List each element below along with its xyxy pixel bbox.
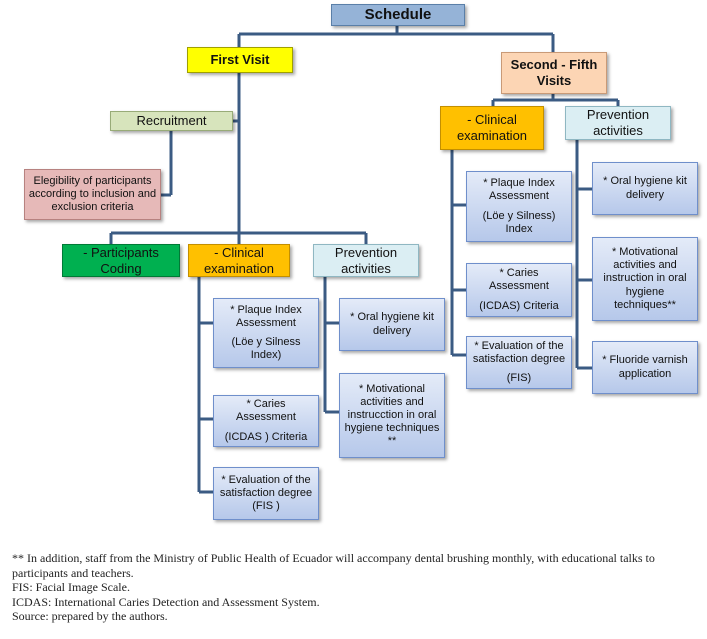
second-clinical-line-1: - Clinical xyxy=(467,112,517,128)
second-fluoride-line-1: * Fluoride varnish xyxy=(602,354,688,367)
second-plaque-line-3: (Löe y Silness) xyxy=(482,209,556,222)
second-hygiene-kit-node: * Oral hygiene kit delivery xyxy=(592,162,698,215)
first-evaluation-node: * Evaluation of the satisfaction degree … xyxy=(213,467,319,520)
second-caries-line-2: Assessment xyxy=(489,280,549,293)
eligibility-node: Elegibility of participants according to… xyxy=(24,169,161,220)
participants-coding-node: - Participants Coding xyxy=(62,244,180,277)
second-kit-line-1: * Oral hygiene kit xyxy=(603,175,687,188)
second-evaluation-line-1: * Evaluation of the xyxy=(474,339,564,352)
eligibility-line-3: exclusion criteria xyxy=(51,201,134,214)
second-prevention-node: Prevention activities xyxy=(565,106,671,140)
footnote-fis: FIS: Facial Image Scale. xyxy=(12,580,130,594)
first-evaluation-line-2: satisfaction degree xyxy=(219,486,313,499)
second-evaluation-node: * Evaluation of the satisfaction degree … xyxy=(466,336,572,389)
second-motivational-line-5: techniques** xyxy=(614,298,676,311)
first-visit-title: First Visit xyxy=(210,52,270,68)
first-clinical-line-2: examination xyxy=(203,260,275,276)
first-caries-line-3: (ICDAS ) Criteria xyxy=(224,430,308,443)
second-kit-line-2: delivery xyxy=(626,188,664,201)
first-motivational-line-3: instrucction in oral xyxy=(347,408,437,421)
first-prevention-line-1: Prevention xyxy=(334,244,398,260)
second-visits-line-1: Second - Fifth xyxy=(510,57,598,73)
first-motivational-line-1: * Motivational xyxy=(358,382,426,395)
footnote-icdas: ICDAS: International Caries Detection an… xyxy=(12,594,320,609)
first-prevention-line-2: activities xyxy=(341,260,391,276)
first-plaque-line-2: Assessment xyxy=(236,316,296,329)
second-fluoride-node: * Fluoride varnish application xyxy=(592,341,698,394)
eligibility-line-2: according to inclusion and xyxy=(28,187,157,200)
first-plaque-line-1: * Plaque Index xyxy=(230,303,302,316)
first-kit-line-1: * Oral hygiene kit xyxy=(350,311,434,324)
first-motivational-line-5: ** xyxy=(387,435,397,448)
coding-line-1: - Participants xyxy=(83,244,159,260)
second-caries-line-3: (ICDAS) Criteria xyxy=(479,299,559,312)
second-caries-line-1: * Caries xyxy=(499,267,539,280)
footnote-source: Source: prepared by the authors. xyxy=(12,609,168,623)
footnote-ministry: ** In addition, staff from the Ministry … xyxy=(12,551,655,580)
second-fluoride-line-2: application xyxy=(618,367,672,380)
second-motivational-line-4: hygiene xyxy=(625,285,665,298)
second-plaque-line-2: Assessment xyxy=(489,190,549,203)
first-visit-node: First Visit xyxy=(187,47,293,73)
second-plaque-index-node: * Plaque Index Assessment (Löe y Silness… xyxy=(466,171,572,242)
recruitment-node: Recruitment xyxy=(110,111,233,131)
recruitment-label: Recruitment xyxy=(136,113,207,129)
second-motivational-node: * Motivational activities and instructio… xyxy=(592,237,698,321)
second-visits-line-2: Visits xyxy=(536,73,572,88)
first-caries-node: * Caries Assessment (ICDAS ) Criteria xyxy=(213,395,319,447)
second-evaluation-line-3: (FIS) xyxy=(506,372,532,385)
first-plaque-index-node: * Plaque Index Assessment (Löe y Silness… xyxy=(213,298,319,368)
first-motivational-node: * Motivational activities and instruccti… xyxy=(339,373,445,458)
second-caries-node: * Caries Assessment (ICDAS) Criteria xyxy=(466,263,572,317)
second-visits-node: Second - Fifth Visits xyxy=(501,52,607,94)
first-motivational-line-2: activities and xyxy=(360,395,424,408)
first-hygiene-kit-node: * Oral hygiene kit delivery xyxy=(339,298,445,351)
second-prevention-line-2: activities xyxy=(593,123,643,138)
first-clinical-node: - Clinical examination xyxy=(188,244,290,277)
second-motivational-line-1: * Motivational xyxy=(611,246,679,259)
first-kit-line-2: delivery xyxy=(373,324,411,337)
second-plaque-line-4: Index xyxy=(505,222,533,235)
second-clinical-line-2: examination xyxy=(456,128,528,143)
first-caries-line-2: Assessment xyxy=(236,411,296,424)
eligibility-line-1: Elegibility of participants xyxy=(33,174,152,187)
second-plaque-line-1: * Plaque Index xyxy=(483,177,555,190)
first-plaque-line-3: (Löe y Silness xyxy=(231,336,301,348)
second-clinical-node: - Clinical examination xyxy=(440,106,544,150)
schedule-node: Schedule xyxy=(331,4,465,26)
second-prevention-line-1: Prevention xyxy=(586,107,650,123)
first-motivational-line-4: hygiene techniques xyxy=(344,422,440,435)
coding-line-2: Coding xyxy=(100,260,142,276)
footnotes: ** In addition, staff from the Ministry … xyxy=(12,551,702,624)
schedule-title: Schedule xyxy=(364,6,432,23)
second-evaluation-line-2: satisfaction degree xyxy=(472,352,566,365)
first-plaque-line-4: Index) xyxy=(250,349,282,362)
first-evaluation-line-3: (FIS ) xyxy=(252,500,280,513)
first-evaluation-line-1: * Evaluation of the xyxy=(221,473,311,486)
second-motivational-line-3: instruction in oral xyxy=(603,272,687,285)
first-clinical-line-1: - Clinical xyxy=(214,244,264,260)
first-prevention-node: Prevention activities xyxy=(313,244,419,277)
first-caries-line-1: * Caries xyxy=(246,398,286,411)
second-motivational-line-2: activities and xyxy=(613,259,677,272)
